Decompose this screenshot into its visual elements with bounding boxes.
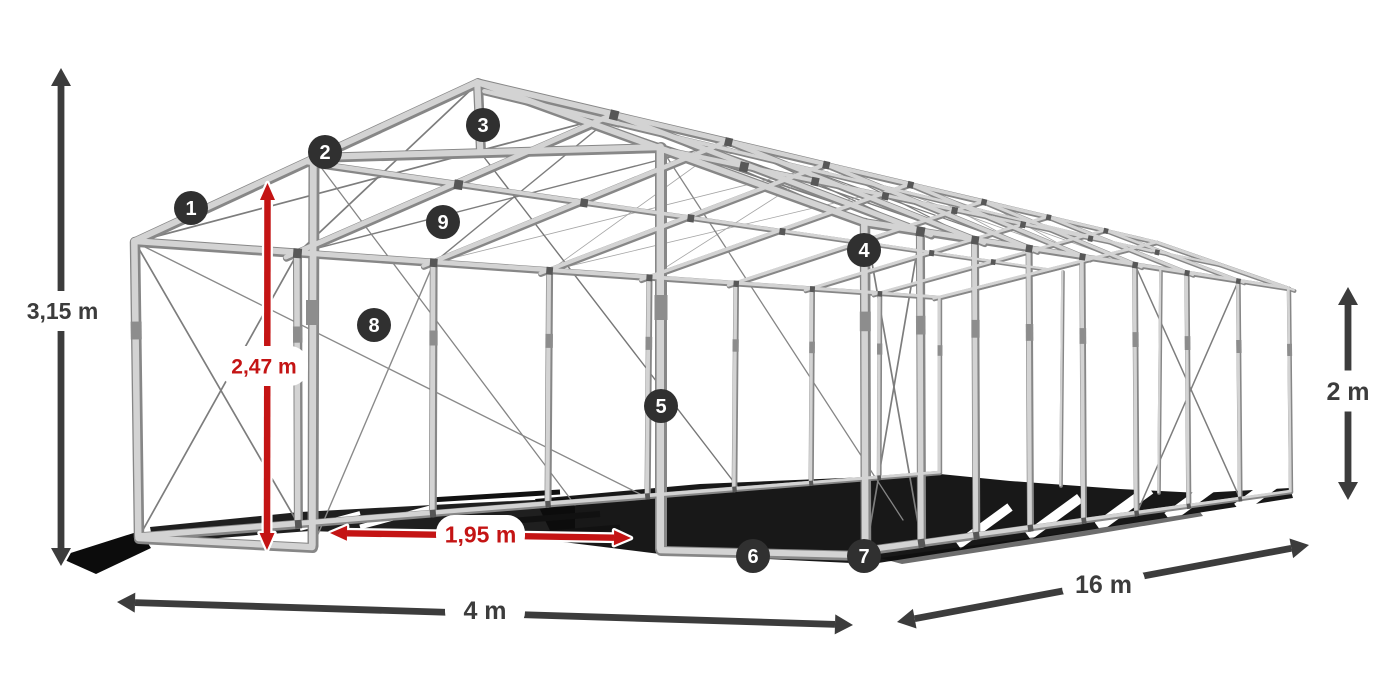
svg-text:5: 5 (655, 396, 666, 418)
svg-text:8: 8 (368, 315, 379, 337)
svg-text:9: 9 (437, 212, 448, 234)
svg-text:3,15 m: 3,15 m (27, 298, 99, 324)
svg-text:6: 6 (747, 546, 758, 568)
svg-text:4: 4 (858, 240, 870, 262)
svg-text:3: 3 (477, 115, 488, 137)
svg-text:1,95 m: 1,95 m (445, 522, 517, 548)
svg-text:1: 1 (185, 198, 196, 220)
svg-text:2: 2 (319, 142, 330, 164)
svg-text:7: 7 (858, 546, 869, 568)
svg-text:4 m: 4 m (463, 597, 506, 625)
svg-text:2 m: 2 m (1326, 378, 1369, 406)
svg-text:16 m: 16 m (1075, 571, 1132, 599)
svg-text:2,47 m: 2,47 m (231, 356, 296, 379)
